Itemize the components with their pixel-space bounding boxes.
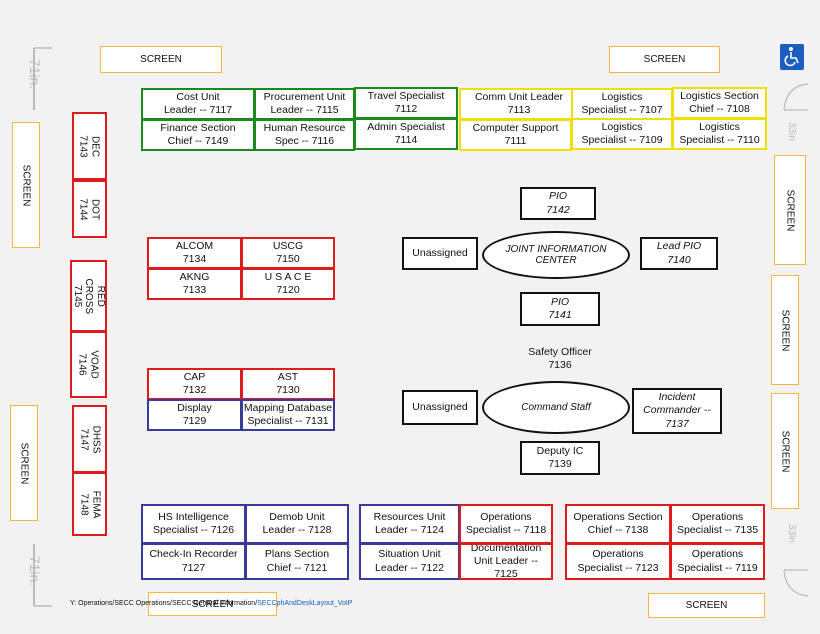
screen-bottom-left: SCREEN: [148, 592, 277, 616]
desk-operations-specialist-7119[interactable]: Operations Specialist -- 7119: [670, 543, 765, 580]
desk-dec[interactable]: DEC 7143: [72, 112, 107, 180]
desk-incident-commander[interactable]: Incident Commander -- 7137: [632, 388, 722, 434]
desk-alcom[interactable]: ALCOM 7134: [147, 237, 242, 269]
file-path-link[interactable]: SECCphAndDeskLayout_VoIP: [257, 600, 353, 607]
desk-procurement-unit-leader[interactable]: Procurement Unit Leader -- 7115: [254, 88, 355, 120]
desk-operations-specialist-7118[interactable]: Operations Specialist -- 7118: [459, 504, 553, 544]
desk-travel-specialist[interactable]: Travel Specialist 7112: [354, 87, 458, 119]
desk-voad-label: VOAD 7146: [77, 350, 101, 379]
desk-plans-section-chief[interactable]: Plans Section Chief -- 7121: [245, 543, 349, 580]
door-right-upper-label: 33in: [785, 122, 797, 141]
desk-akng[interactable]: AKNG 7133: [147, 268, 242, 300]
file-path-text: Y: Operations/SECC Operations/SECC Gener…: [70, 600, 258, 607]
jic-center: JOINT INFORMATION CENTER: [482, 231, 630, 279]
desk-usace[interactable]: U S A C E 7120: [241, 268, 335, 300]
desk-operations-specialist-7123[interactable]: Operations Specialist -- 7123: [565, 543, 671, 580]
desk-logistics-specialist-7110[interactable]: Logistics Specialist -- 7110: [672, 118, 767, 150]
door-top-left-label: 71in.: [27, 58, 44, 90]
screen-top-left: SCREEN: [100, 46, 222, 73]
desk-ast[interactable]: AST 7130: [241, 368, 335, 400]
desk-cap[interactable]: CAP 7132: [147, 368, 242, 400]
screen-right-1: SCREEN: [774, 155, 806, 265]
desk-jic-unassigned[interactable]: Unassigned: [402, 237, 478, 270]
desk-red-cross[interactable]: RED CROSS 7145: [70, 260, 107, 332]
desk-fema-label: FEMA 7148: [78, 490, 102, 518]
screen-left-upper: SCREEN: [12, 122, 40, 248]
desk-situation-unit-leader[interactable]: Situation Unit Leader -- 7122: [359, 543, 460, 580]
desk-cost-unit-leader[interactable]: Cost Unit Leader -- 7117: [141, 88, 255, 120]
desk-dhss[interactable]: DHSS 7147: [72, 405, 107, 473]
desk-finance-section-chief[interactable]: Finance Section Chief -- 7149: [141, 119, 255, 151]
door-right-lower-label: 33in: [785, 524, 797, 543]
desk-pio-7141[interactable]: PIO 7141: [520, 292, 600, 326]
wheelchair-icon: [780, 44, 804, 70]
command-staff-center: Command Staff: [482, 381, 630, 434]
screen-top-right: SCREEN: [609, 46, 720, 73]
desk-admin-specialist[interactable]: Admin Specialist 7114: [354, 118, 458, 150]
desk-dot-label: DOT 7144: [78, 197, 102, 221]
desk-documentation-unit-leader[interactable]: Documentation Unit Leader -- 7125: [459, 543, 553, 580]
desk-operations-specialist-7135[interactable]: Operations Specialist -- 7135: [670, 504, 765, 544]
desk-computer-support[interactable]: Computer Support 7111: [459, 119, 572, 151]
desk-logistics-section-chief[interactable]: Logistics Section Chief -- 7108: [672, 87, 767, 119]
door-bottom-left-label: 71in.: [27, 555, 44, 587]
screen-bottom-right: SCREEN: [648, 593, 765, 618]
desk-fema[interactable]: FEMA 7148: [72, 472, 107, 536]
door-right-upper-icon: [783, 83, 809, 111]
desk-deputy-ic[interactable]: Deputy IC 7139: [520, 441, 600, 475]
desk-red-cross-label: RED CROSS 7145: [71, 278, 106, 314]
door-top-left-icon: [33, 47, 52, 110]
desk-voad[interactable]: VOAD 7146: [70, 331, 107, 398]
desk-uscg[interactable]: USCG 7150: [241, 237, 335, 269]
desk-dhss-label: DHSS 7147: [78, 425, 101, 453]
door-right-lower-icon: [783, 569, 809, 597]
desk-dot[interactable]: DOT 7144: [72, 180, 107, 238]
desk-logistics-specialist-7107[interactable]: Logistics Specialist -- 7107: [571, 88, 673, 120]
desk-logistics-specialist-7109[interactable]: Logistics Specialist -- 7109: [571, 118, 673, 150]
screen-right-2: SCREEN: [771, 275, 799, 385]
desk-command-unassigned[interactable]: Unassigned: [402, 390, 478, 425]
file-path-footer: Y: Operations/SECC Operations/SECC Gener…: [70, 600, 352, 607]
desk-safety-officer[interactable]: Safety Officer 7136: [528, 345, 592, 371]
desk-mapping-database[interactable]: Mapping Database Specialist -- 7131: [241, 399, 335, 431]
door-bottom-left-icon: [33, 544, 52, 607]
screen-right-3: SCREEN: [771, 393, 799, 509]
desk-demob-unit-leader[interactable]: Demob Unit Leader -- 7128: [245, 504, 349, 544]
screen-left-lower: SCREEN: [10, 405, 38, 521]
desk-human-resource-spec[interactable]: Human Resource Spec -- 7116: [254, 119, 355, 151]
desk-operations-section-chief[interactable]: Operations Section Chief -- 7138: [565, 504, 671, 544]
desk-hs-intelligence[interactable]: HS Intelligence Specialist -- 7126: [141, 504, 246, 544]
desk-dec-label: DEC 7143: [78, 134, 102, 158]
desk-display[interactable]: Display 7129: [147, 399, 242, 431]
desk-check-in-recorder[interactable]: Check-In Recorder 7127: [141, 543, 246, 580]
desk-pio-7142[interactable]: PIO 7142: [520, 187, 596, 220]
desk-comm-unit-leader[interactable]: Comm Unit Leader 7113: [459, 88, 579, 120]
desk-lead-pio[interactable]: Lead PIO 7140: [640, 237, 718, 270]
desk-resources-unit-leader[interactable]: Resources Unit Leader -- 7124: [359, 504, 460, 544]
